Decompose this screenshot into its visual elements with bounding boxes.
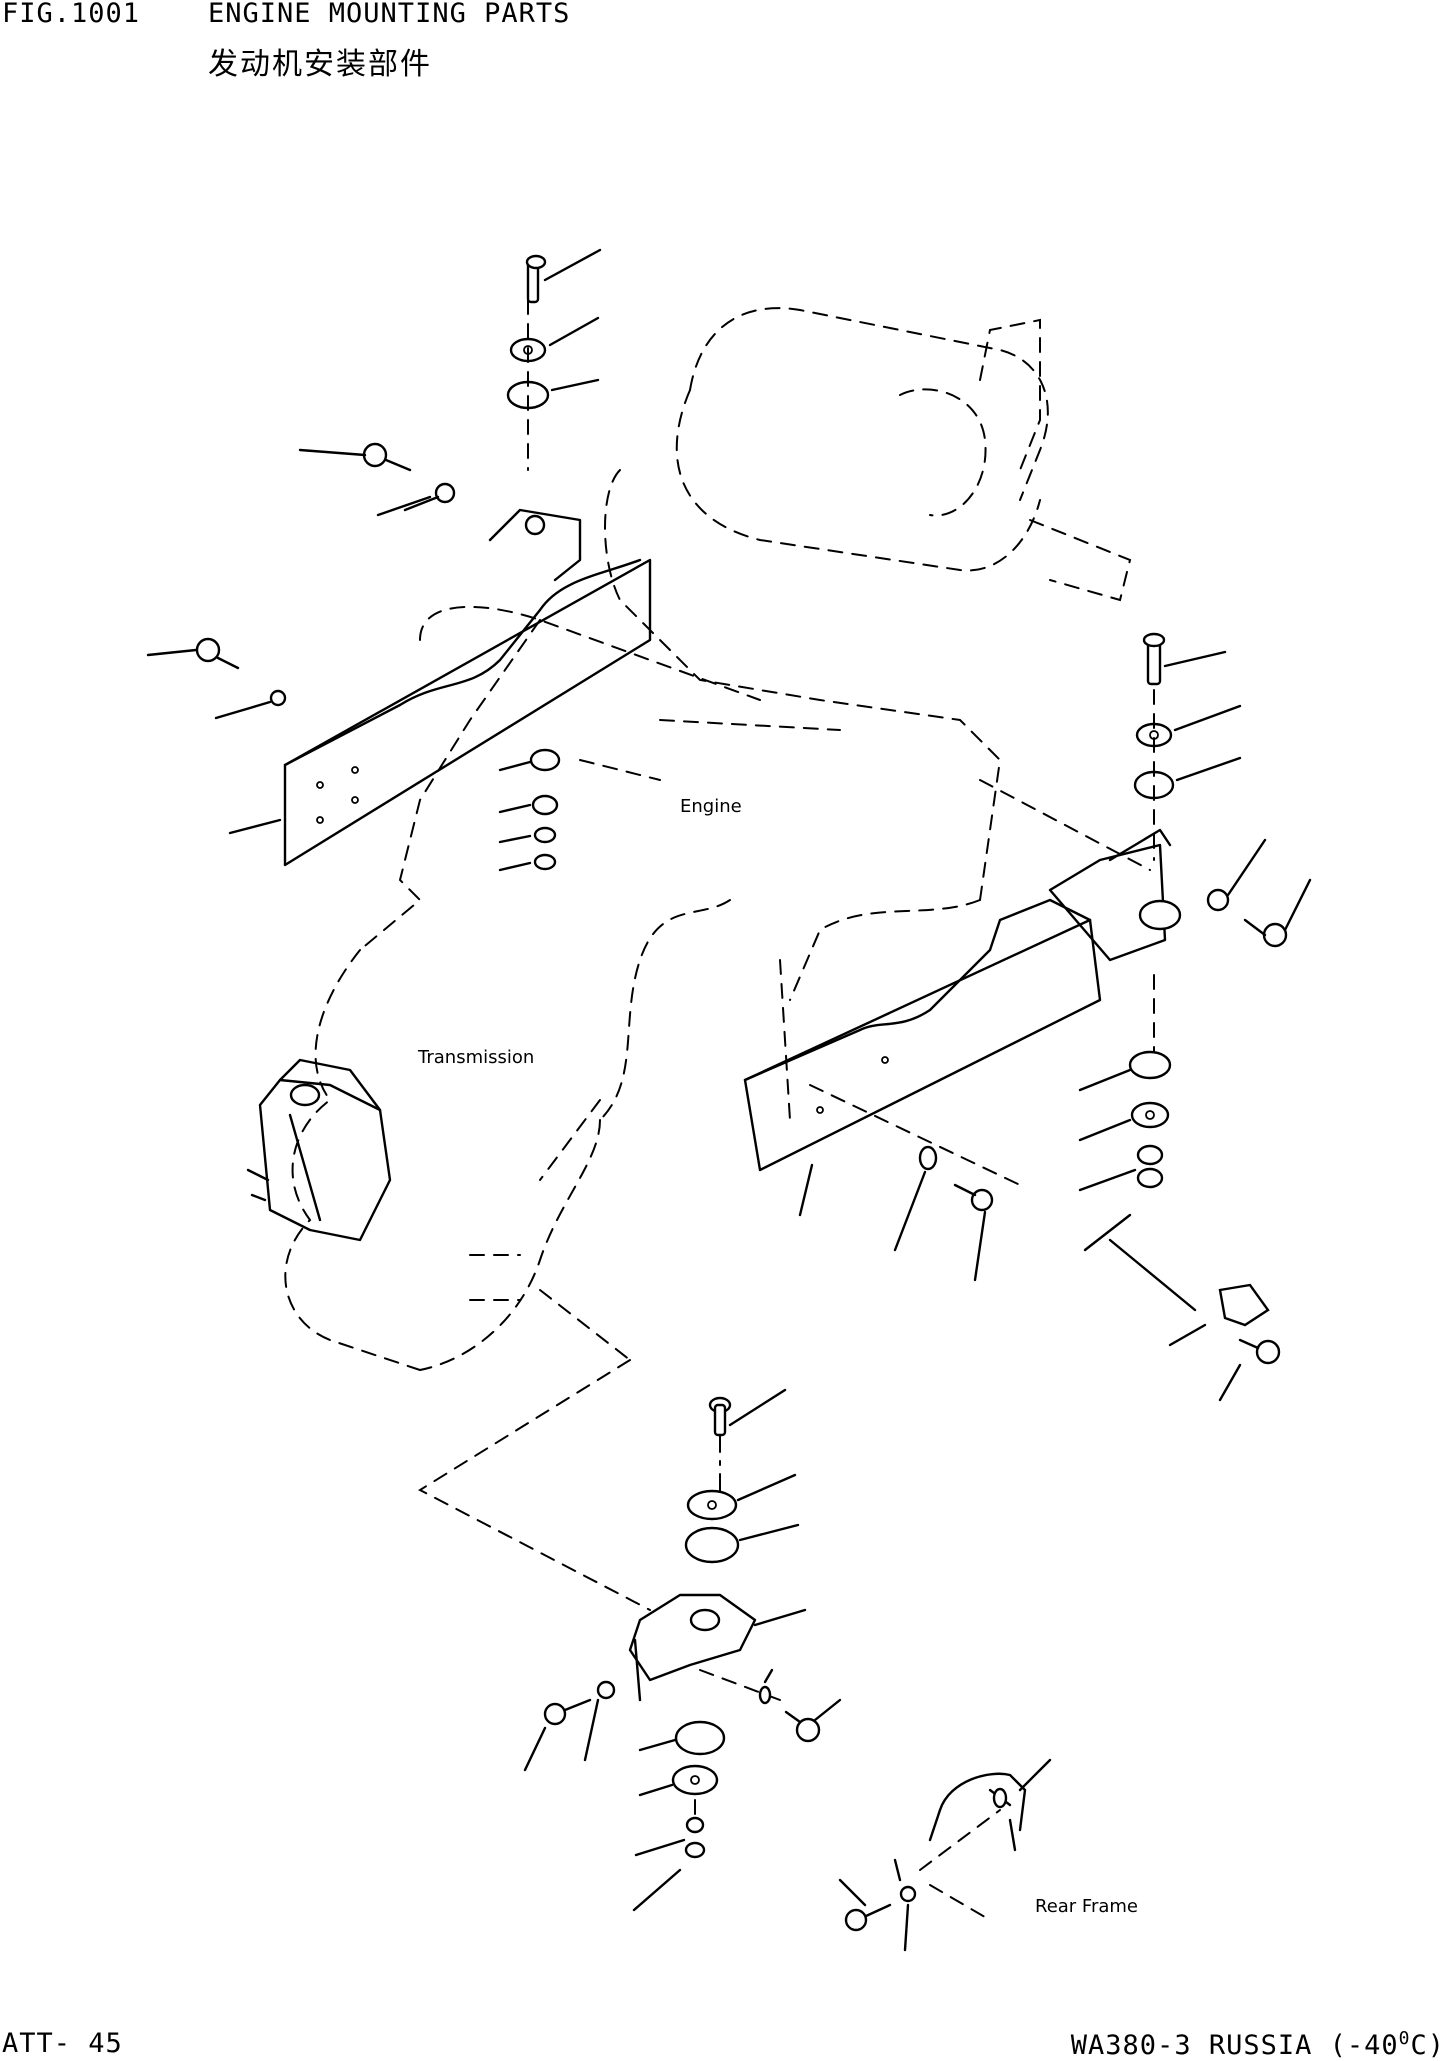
right-mount-bracket: [743, 779, 1182, 1217]
model-label-degree: 0: [1398, 2028, 1411, 2049]
transmission-label: Transmission: [417, 1047, 534, 1068]
engine-side-small-parts: [498, 748, 561, 872]
model-label-suffix: C): [1410, 2030, 1445, 2061]
left-mount-bracket: [228, 508, 652, 867]
page-code: ATT- 45: [2, 2028, 123, 2059]
lower-connector-dashes: [417, 1254, 721, 1611]
figure-title-chinese: 发动机安装部件: [208, 47, 432, 82]
rear-frame-detail: [838, 1758, 1052, 1952]
bottom-bolts: [523, 1668, 842, 1772]
top-left-bolt-stack: [506, 248, 602, 471]
right-side-bolts: [1206, 838, 1312, 948]
middle-bolts: [893, 1145, 994, 1282]
bottom-lower-stack: [632, 1720, 726, 1912]
transmission-mount: [246, 1058, 392, 1242]
right-lower-stack: [1078, 974, 1281, 1402]
left-side-bolts: [146, 442, 456, 720]
right-top-bolt-stack: [1133, 632, 1242, 861]
bottom-center-bolt-stack: [628, 1388, 807, 1702]
engine-label: Engine: [680, 796, 742, 817]
engine-outline: [284, 307, 1132, 1371]
rear-frame-label: Rear Frame: [1035, 1896, 1138, 1917]
model-label-prefix: WA380-3 RUSSIA (-40: [1070, 2030, 1399, 2061]
figure-number: FIG.1001: [2, 0, 141, 29]
figure-title: ENGINE MOUNTING PARTS: [208, 0, 571, 29]
model-label: WA380-3 RUSSIA (-400C): [1070, 2028, 1445, 2061]
